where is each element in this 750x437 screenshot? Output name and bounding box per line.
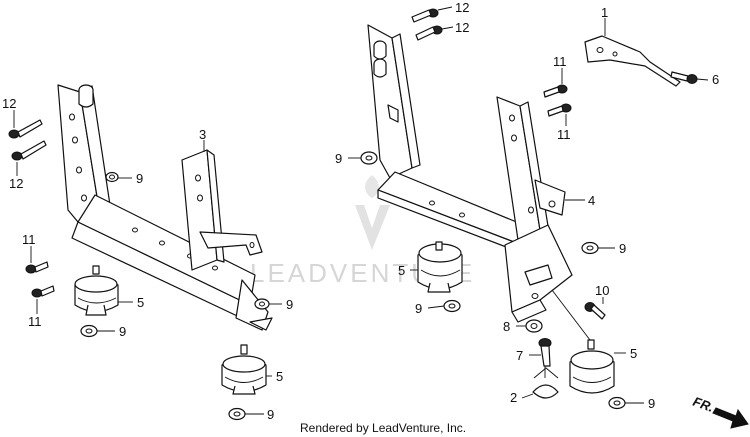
rubber-mount-5-lower xyxy=(221,344,267,395)
bolt-11-right-lower xyxy=(547,103,572,117)
nut-9-left-upper xyxy=(105,171,119,183)
leader-lines xyxy=(13,6,709,415)
callout-9: 9 xyxy=(335,151,342,166)
footer-credit: Rendered by LeadVenture, Inc. xyxy=(300,421,466,435)
bolt-11-left-upper xyxy=(25,261,49,274)
callout-8: 8 xyxy=(503,319,510,334)
bolt-12-right-upper xyxy=(411,8,439,23)
callout-11: 11 xyxy=(553,54,567,69)
rubber-mount-5-right xyxy=(569,339,615,394)
nut-9-bottom-right xyxy=(608,396,626,410)
callout-labels: 12 12 9 3 11 11 5 9 9 5 9 12 12 1 6 11 1… xyxy=(2,0,719,422)
right-frame-bracket xyxy=(367,24,573,323)
bolt-12-right-lower xyxy=(415,25,443,41)
left-frame-bracket xyxy=(57,84,273,331)
rubber-mount-5-centre xyxy=(417,241,463,293)
callout-10: 10 xyxy=(595,283,609,298)
callout-9: 9 xyxy=(286,297,293,312)
callout-9: 9 xyxy=(267,407,274,422)
front-label: FR. xyxy=(691,394,716,415)
front-direction-indicator: FR. xyxy=(691,394,749,429)
callout-5: 5 xyxy=(276,369,283,384)
nut-9-left-bottom xyxy=(80,324,98,338)
callout-4: 4 xyxy=(588,193,595,208)
nut-9-centre xyxy=(443,299,461,313)
callout-2: 2 xyxy=(510,390,517,405)
washer-8 xyxy=(525,319,543,333)
callout-7: 7 xyxy=(516,348,523,363)
callout-1: 1 xyxy=(601,5,608,20)
callout-6: 6 xyxy=(712,72,719,87)
bolt-11-left-lower xyxy=(31,285,55,298)
callout-9: 9 xyxy=(136,171,143,186)
bracket-1 xyxy=(584,35,681,87)
callout-9: 9 xyxy=(648,396,655,411)
callout-12: 12 xyxy=(2,96,16,111)
callout-11: 11 xyxy=(22,232,36,247)
callout-12: 12 xyxy=(455,0,469,15)
bolt-11-right-upper xyxy=(543,84,568,98)
callout-12: 12 xyxy=(455,20,469,35)
callout-9: 9 xyxy=(415,301,422,316)
callout-9: 9 xyxy=(119,324,126,339)
bolt-12-lower-left xyxy=(11,140,47,161)
bolt-7 xyxy=(538,338,552,367)
callout-3: 3 xyxy=(199,127,206,142)
callout-5: 5 xyxy=(398,263,405,278)
nut-9-right-upper xyxy=(360,151,378,165)
cap-2 xyxy=(532,367,559,399)
nut-9-right-side xyxy=(581,241,599,255)
callout-9: 9 xyxy=(619,241,626,256)
nut-9-bottom-centre xyxy=(228,407,246,421)
callout-5: 5 xyxy=(137,295,144,310)
callout-5: 5 xyxy=(630,346,637,361)
callout-12: 12 xyxy=(9,176,23,191)
nut-9-left-right xyxy=(254,298,270,310)
rubber-mount-5-left xyxy=(74,265,119,316)
front-arrow-icon xyxy=(712,407,749,429)
callout-11: 11 xyxy=(28,314,42,329)
callout-11: 11 xyxy=(557,127,571,142)
bolt-10 xyxy=(584,302,606,320)
bolt-12-upper-left xyxy=(8,119,43,139)
